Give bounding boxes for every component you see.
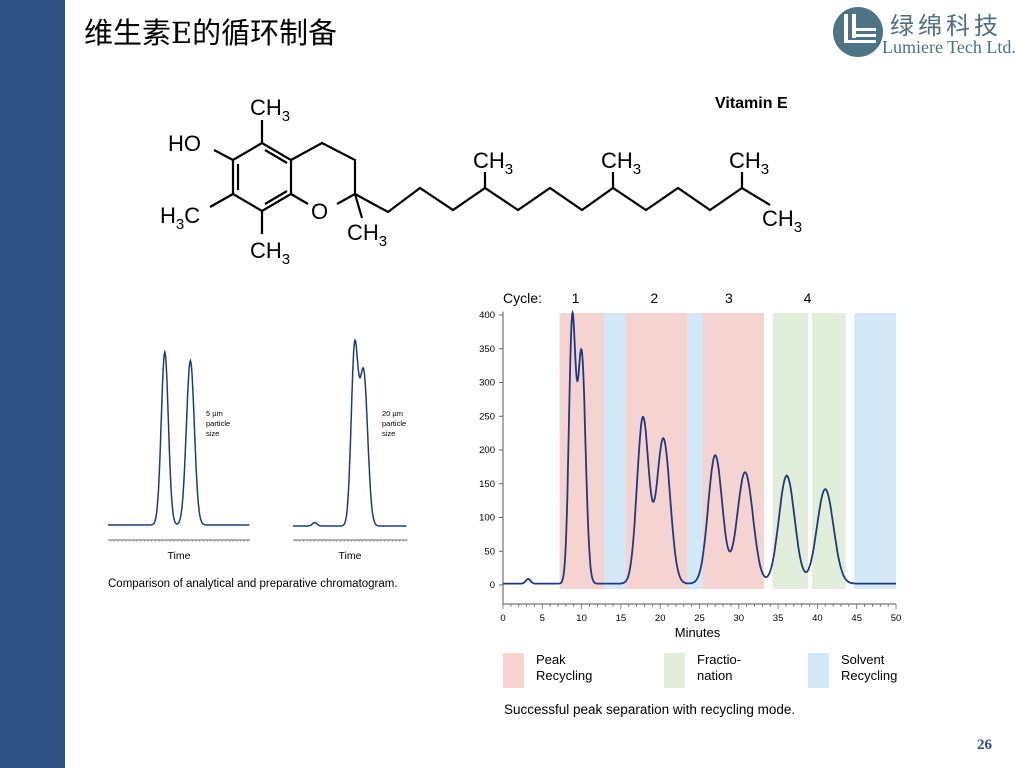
y-tick-label: 150 — [479, 479, 495, 490]
cycle-number: 2 — [650, 290, 658, 306]
x-tick-label: 30 — [734, 613, 745, 624]
x-tick-label: 5 — [540, 613, 545, 624]
cycle-label: Cycle: — [503, 290, 542, 306]
ring-oxygen-label: O — [311, 199, 328, 224]
y-tick-label: 100 — [479, 513, 495, 524]
x-tick-label: 10 — [576, 613, 587, 624]
legend-swatch-peak — [503, 653, 524, 688]
company-logo: 绿绵科技 Lumiere Tech Ltd. — [832, 6, 1019, 62]
particle-size-note: 20 µm — [382, 409, 403, 418]
particle-size-note: size — [382, 429, 395, 438]
ch3-label-chain-end: CH3 — [762, 206, 802, 236]
particle-size-note: particle — [382, 419, 406, 428]
slide-title: 维生素E的循环制备 — [84, 16, 338, 50]
y-tick-label: 350 — [479, 344, 495, 355]
cycle-number: 3 — [725, 290, 733, 306]
band-fraction — [811, 313, 846, 590]
band-solvent — [604, 313, 626, 590]
x-tick-label: 15 — [616, 613, 627, 624]
y-tick-label: 50 — [484, 546, 495, 557]
ho-label: HO — [168, 131, 201, 156]
x-tick-label: 0 — [500, 613, 505, 624]
band-fraction — [772, 313, 808, 590]
chromatogram-line — [503, 309, 896, 585]
molecule-name: Vitamin E — [715, 95, 788, 112]
logo-text-en: Lumiere Tech Ltd. — [882, 37, 1016, 57]
y-tick-label: 0 — [490, 580, 495, 591]
page-number: 26 — [977, 737, 992, 753]
legend-label: Fractio- — [697, 652, 741, 667]
logo-text-cn: 绿绵科技 — [890, 12, 1002, 40]
logo-mark-icon — [833, 7, 883, 57]
particle-size-note: 5 µm — [206, 409, 223, 418]
ch3-label-bottom: CH3 — [250, 238, 290, 268]
band-peak — [625, 313, 688, 590]
legend-label: Peak — [536, 652, 566, 667]
chromatogram-line — [293, 338, 407, 527]
band-solvent — [687, 313, 703, 590]
band-solvent — [854, 313, 896, 590]
y-tick-label: 200 — [479, 445, 495, 456]
particle-size-note: size — [206, 429, 219, 438]
legend-swatch-solvent — [808, 653, 829, 688]
x-tick-label: 35 — [773, 613, 784, 624]
ch3-label-chain2: CH3 — [601, 148, 641, 178]
x-tick-label: 45 — [851, 613, 862, 624]
y-tick-label: 250 — [479, 411, 495, 422]
y-tick-label: 400 — [479, 310, 495, 321]
ch3-label-chain1: CH3 — [473, 148, 513, 178]
chromatogram-line — [108, 349, 250, 526]
x-axis-label: Time — [339, 550, 362, 562]
legend-label: nation — [697, 668, 732, 683]
recycling-caption: Successful peak separation with recyclin… — [504, 702, 795, 717]
cycle-number: 4 — [804, 290, 812, 306]
legend-label: Recycling — [536, 668, 592, 683]
x-axis-label: Time — [168, 550, 191, 562]
x-tick-label: 25 — [694, 613, 705, 624]
x-tick-label: 50 — [891, 613, 902, 624]
legend-label: Solvent — [841, 652, 885, 667]
ch3-label-c2: CH3 — [347, 220, 387, 250]
legend-swatch-fraction — [664, 653, 685, 688]
ch3-label-top: CH3 — [250, 95, 290, 125]
band-peak — [702, 313, 764, 590]
x-tick-label: 40 — [812, 613, 823, 624]
h3c-label: H3C — [160, 203, 200, 233]
ch3-label-chain3: CH3 — [729, 148, 769, 178]
legend-label: Recycling — [841, 668, 897, 683]
y-tick-label: 300 — [479, 378, 495, 389]
x-axis-label: Minutes — [675, 625, 721, 640]
comparison-caption: Comparison of analytical and preparative… — [108, 578, 398, 590]
x-tick-label: 20 — [655, 613, 666, 624]
cycle-number: 1 — [572, 290, 580, 306]
particle-size-note: particle — [206, 419, 230, 428]
sidebar-band — [0, 0, 65, 768]
